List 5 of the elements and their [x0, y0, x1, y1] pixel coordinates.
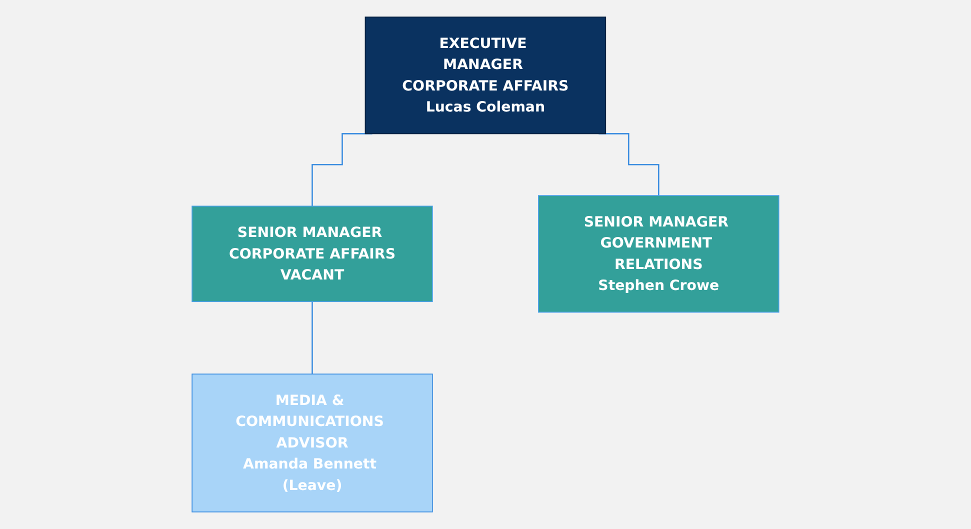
node-box: EXECUTIVE MANAGER CORPORATE AFFAIRS Lucas Coleman [364, 16, 606, 134]
node-box: SENIOR MANAGER GOVERNMENT RELATIONS Stephen Crowe [538, 195, 780, 313]
node-box: MEDIA & COMMUNICATIONS ADVISOR Amanda Bennett (Leave) [192, 374, 433, 512]
node-box: SENIOR MANAGER CORPORATE AFFAIRS VACANT [192, 206, 433, 302]
connector [312, 300, 313, 375]
